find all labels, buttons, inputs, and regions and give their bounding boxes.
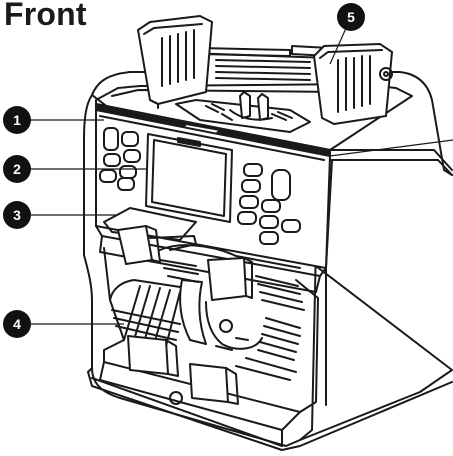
reject-stopper: [117, 225, 153, 265]
panel-button: [121, 131, 139, 147]
machine-body-side-inner: [323, 159, 453, 406]
panel-button: [243, 163, 263, 177]
stacker-divider: [179, 279, 207, 345]
callout-2: 2: [3, 155, 31, 183]
callout-3: 3: [3, 201, 31, 229]
svg-text:1: 1: [13, 112, 21, 128]
feed-roller-area: [175, 99, 311, 133]
stacker-stop-left: [127, 335, 169, 375]
base-knob: [169, 391, 183, 405]
panel-button: [261, 199, 281, 213]
reject-pocket: [103, 207, 197, 241]
callout-1: 1: [3, 106, 31, 134]
leader-line-5: [329, 25, 348, 65]
page-title: Front: [4, 0, 87, 32]
panel-button: [117, 177, 135, 191]
display-screen: [145, 133, 233, 223]
svg-text:3: 3: [13, 207, 21, 223]
leader-line-6: [329, 139, 453, 157]
callout-4: 4: [3, 310, 31, 338]
panel-button: [239, 195, 259, 209]
left-hopper-guide: [137, 15, 213, 105]
machine-base: [87, 367, 453, 451]
panel-button: [281, 219, 301, 233]
panel-button: [99, 169, 117, 183]
panel-button: [123, 149, 141, 163]
panel-button: [259, 215, 279, 229]
leader-lines: [24, 25, 453, 325]
panel-button: [241, 179, 261, 193]
machine-illustration: [83, 15, 453, 451]
svg-text:4: 4: [13, 316, 21, 332]
panel-button: [237, 211, 257, 225]
svg-text:2: 2: [13, 161, 21, 177]
panel-button: [259, 231, 279, 245]
stacker-stop-right: [189, 363, 229, 403]
panel-button: [103, 127, 119, 151]
panel-button: [271, 169, 291, 201]
svg-text:5: 5: [347, 9, 355, 25]
callout-5: 5: [337, 3, 365, 31]
panel-button: [103, 153, 121, 167]
machine-body-outline: [83, 71, 453, 447]
